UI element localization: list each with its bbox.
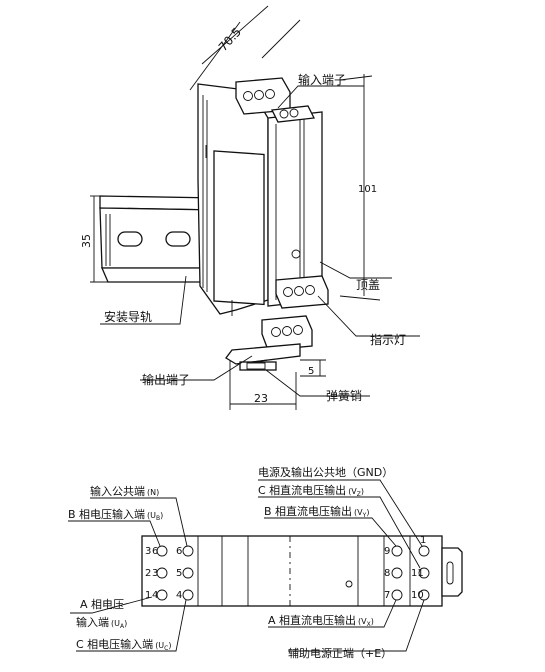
indicator-light-label: 指示灯 (370, 332, 406, 347)
terminal-left-inner-2 (182, 567, 194, 579)
dimension-lines (90, 5, 381, 410)
terminal-numbers: 3 6 2 3 1 4 6 5 4 9 8 7 1 11 10 (145, 535, 426, 601)
dim-35: 35 (80, 234, 93, 248)
num-ro-2: 10 (411, 590, 424, 601)
num-li-2: 4 (176, 590, 182, 601)
label-phase-a-dc: A 相直流电压输出(VX) (268, 613, 374, 628)
output-terminal-label: 输出端子 (142, 372, 190, 387)
label-phase-c-input: C 相电压输入端(UC) (76, 637, 172, 652)
num-lo-0b: 6 (152, 546, 158, 557)
terminal-left-inner-1 (182, 545, 194, 557)
label-phase-b-input: B 相电压输入端(UB) (68, 507, 163, 522)
terminal-left-outer-1 (156, 545, 168, 557)
label-phase-b-dc: B 相直流电压输出(VY) (264, 504, 369, 519)
num-ro-top: 1 (420, 535, 426, 546)
terminal-right-inner-1 (391, 545, 403, 557)
left-labels: 输入公共端(N) B 相电压输入端(UB) A 相电压 输入端(UA) C 相电… (68, 484, 172, 652)
num-lo-0: 3 (145, 546, 151, 557)
right-labels: 电源及输出公共地（GND） C 相直流电压输出(VZ) B 相直流电压输出(VY… (258, 465, 393, 660)
num-ri-0: 9 (384, 546, 390, 557)
num-ri-1: 8 (384, 568, 390, 579)
input-terminal-block (235, 77, 315, 123)
label-phase-c-dc: C 相直流电压输出(VZ) (258, 483, 364, 498)
num-li-0: 6 (176, 546, 182, 557)
housing (197, 83, 323, 316)
callout-leaders (100, 85, 420, 397)
terminal-left-outer-3 (156, 589, 168, 601)
terminal-left-outer-2 (156, 567, 168, 579)
output-terminal-block (225, 275, 329, 365)
label-phase-a-line1: A 相电压 (80, 598, 124, 611)
wiring-diagram: 3 6 2 3 1 4 6 5 4 9 8 7 1 11 10 (68, 465, 463, 660)
num-ri-2: 7 (384, 590, 390, 601)
din-rail (99, 195, 223, 283)
terminal-right-outer-1 (418, 545, 430, 557)
spring-pin (239, 361, 277, 371)
label-power-ground: 电源及输出公共地（GND） (258, 465, 393, 479)
num-ro-1: 11 (411, 568, 424, 579)
dim-70-5: 70.5 (216, 25, 244, 54)
num-lo-2b: 4 (152, 590, 158, 601)
spring-pin-label: 弹簧销 (326, 388, 362, 403)
terminal-right-inner-3 (391, 589, 403, 601)
terminal-right-inner-2 (391, 567, 403, 579)
num-lo-1: 2 (145, 568, 151, 579)
terminal-left-inner-3 (182, 589, 194, 601)
indicator-led (345, 580, 353, 588)
label-aux-power: 辅助电源正端（+E） (288, 646, 392, 660)
rail-clip (441, 547, 463, 597)
terminal-right-outer-2 (418, 567, 430, 579)
isometric-view: 70.5 101 35 5 23 输入端子 顶盖 安装导轨 指示灯 输出端子 弹… (80, 5, 420, 410)
top-cover-label: 顶盖 (356, 278, 380, 292)
num-lo-2: 1 (145, 590, 151, 601)
num-lo-1b: 3 (152, 568, 158, 579)
dim-5: 5 (308, 366, 314, 377)
dim-23: 23 (254, 392, 268, 405)
label-phase-a-line2: 输入端(UA) (76, 615, 127, 630)
input-terminal-label: 输入端子 (298, 72, 346, 87)
num-li-1: 5 (176, 568, 182, 579)
mounting-rail-label: 安装导轨 (104, 309, 152, 324)
wiring-leaders (68, 479, 425, 652)
dim-101: 101 (358, 184, 377, 195)
label-input-common: 输入公共端(N) (90, 484, 159, 498)
